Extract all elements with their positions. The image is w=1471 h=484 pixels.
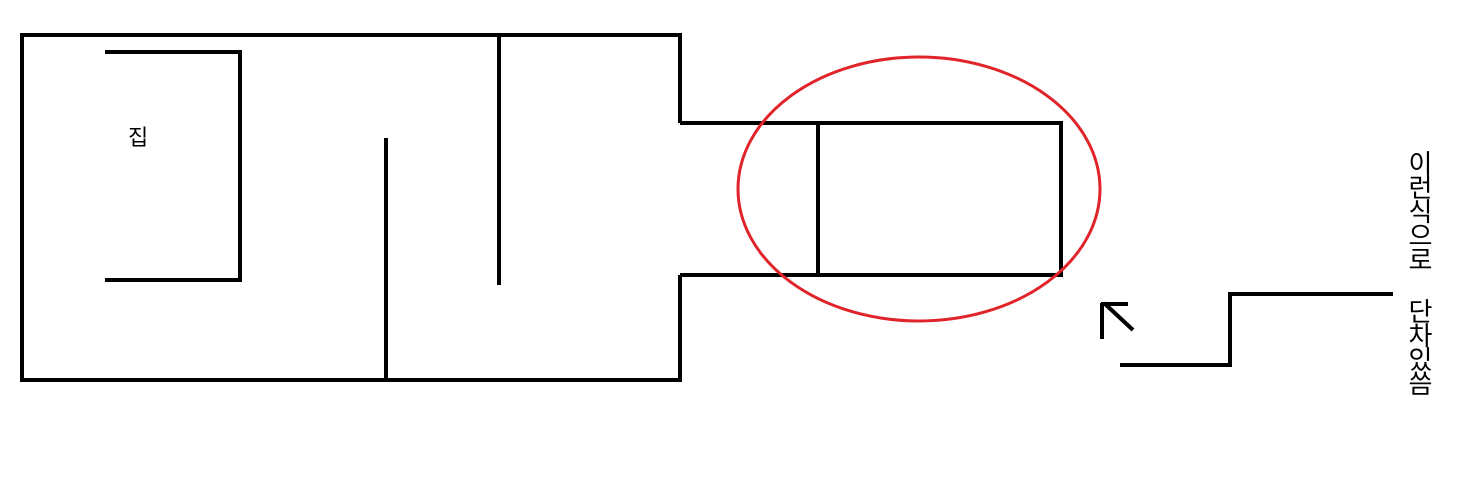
arrow-up-left-icon bbox=[1100, 301, 1135, 339]
house-label: 집 bbox=[128, 126, 149, 151]
step-profile bbox=[1120, 292, 1393, 367]
inner-room-wall bbox=[105, 50, 242, 282]
step-note: 이런식으로 단차있씀 bbox=[1403, 150, 1433, 394]
highlight-ellipse bbox=[736, 55, 1102, 323]
house-outline bbox=[20, 33, 682, 382]
entrance-extension bbox=[680, 121, 1063, 277]
